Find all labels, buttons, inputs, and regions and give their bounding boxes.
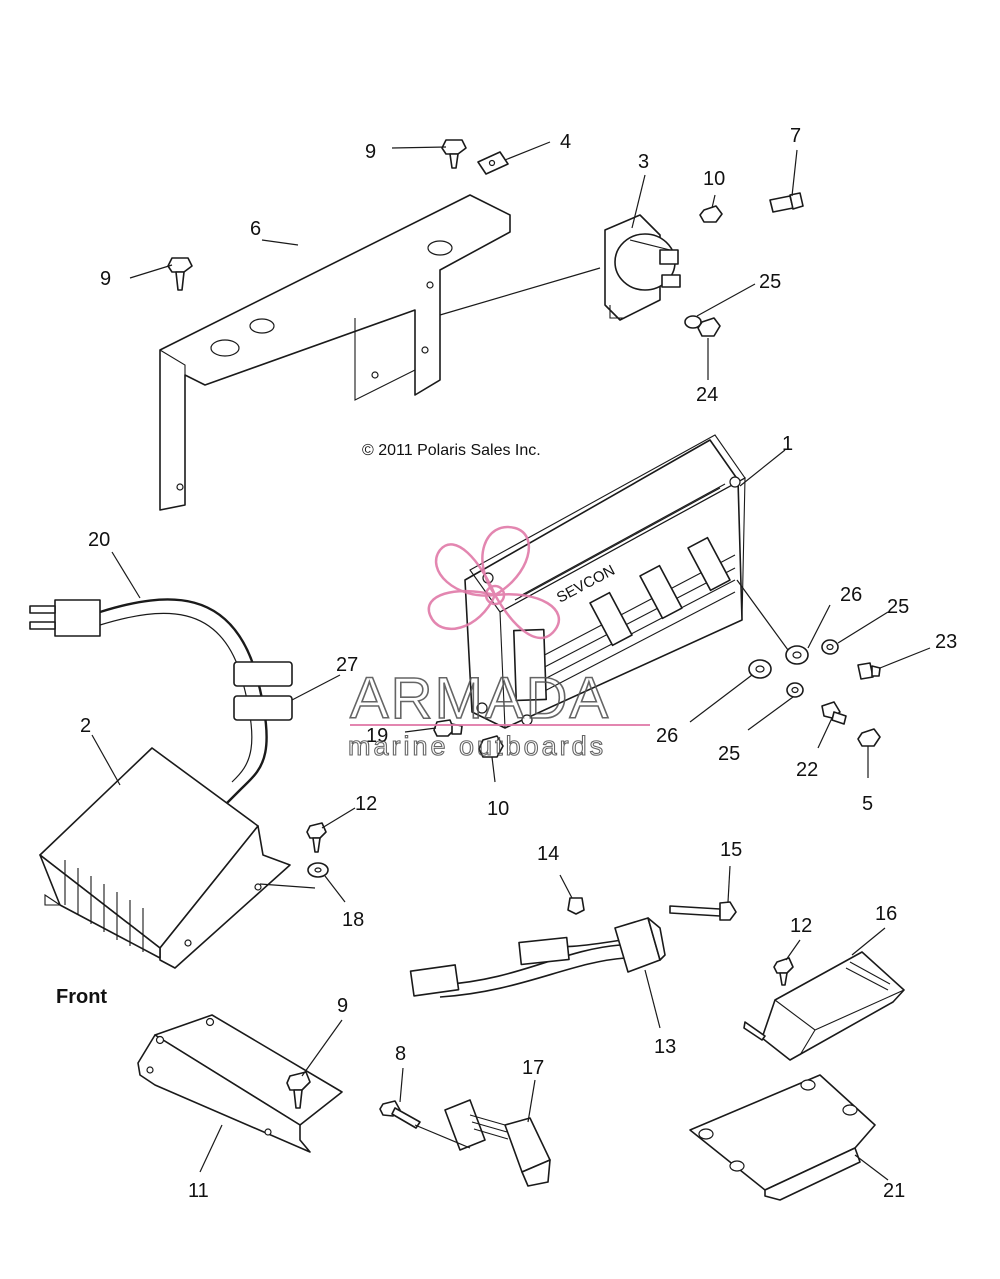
callout-9-top: 9: [365, 141, 376, 163]
screw-7: [769, 192, 804, 213]
callout-25-top: 25: [759, 271, 781, 293]
callout-18: 18: [342, 909, 364, 931]
screw-9-bottom: [286, 1071, 311, 1109]
clip-nut-4: [477, 151, 509, 175]
callout-13: 13: [654, 1036, 676, 1058]
callout-4: 4: [560, 131, 571, 153]
callout-1: 1: [782, 433, 793, 455]
callout-14: 14: [537, 843, 559, 865]
callout-17: 17: [522, 1057, 544, 1079]
callout-6: 6: [250, 218, 261, 240]
callout-9-bottom: 9: [337, 995, 348, 1017]
screw-23: [857, 662, 881, 680]
washer-25-top: [684, 315, 702, 329]
propeller-logo-icon: [427, 525, 561, 640]
washer-18: [307, 862, 329, 878]
mounting-plate-21: [689, 1074, 876, 1201]
screw-9-top: [441, 139, 467, 169]
copyright-text: © 2011 Polaris Sales Inc.: [362, 442, 541, 459]
washer-25-lower: [786, 682, 804, 698]
power-cord: [29, 598, 268, 806]
callout-24: 24: [696, 384, 718, 406]
battery-charger: [39, 747, 291, 969]
callout-20: 20: [88, 529, 110, 551]
callout-25-right: 25: [887, 596, 909, 618]
module-16: [743, 951, 905, 1061]
callout-12-right: 12: [790, 915, 812, 937]
nut-10-lower: [478, 735, 504, 758]
nut-5: [857, 728, 881, 747]
clip-14: [567, 897, 585, 915]
adapter-17: [444, 1099, 551, 1187]
callout-26-lower: 26: [656, 725, 678, 747]
callout-10-top: 10: [703, 168, 725, 190]
callout-26-upper: 26: [840, 584, 862, 606]
callout-25-lower: 25: [718, 743, 740, 765]
callout-labels: 1 2 3 4 5 6 7 8 9 9 9 10 10 11 12 12 13 …: [80, 125, 957, 1202]
stud-22: [821, 701, 847, 725]
mounting-bracket: [159, 194, 511, 511]
solenoid: [604, 214, 681, 321]
callout-8: 8: [395, 1043, 406, 1065]
callout-16: 16: [875, 903, 897, 925]
watermark-brand: ARMADA: [350, 666, 610, 731]
front-label: Front: [56, 986, 107, 1008]
washer-25-right: [821, 639, 839, 655]
bolt-15: [669, 901, 737, 921]
harness-13: [409, 917, 666, 998]
callout-12-left: 12: [355, 793, 377, 815]
screw-12-left: [306, 822, 327, 853]
callout-27: 27: [336, 654, 358, 676]
callout-23: 23: [935, 631, 957, 653]
screw-9-left: [167, 257, 193, 291]
callout-15: 15: [720, 839, 742, 861]
screw-12-right: [773, 957, 794, 986]
callout-7: 7: [790, 125, 801, 147]
nut-24: [697, 317, 721, 337]
pin-8: [379, 1100, 421, 1129]
washer-26-upper: [785, 645, 809, 665]
sevcon-controller: SEVCON: [464, 434, 746, 729]
callout-21: 21: [883, 1180, 905, 1202]
callout-11: 11: [188, 1180, 209, 1202]
washer-26-lower: [748, 659, 772, 679]
strain-relief-27: [233, 661, 293, 721]
mounting-plate-11: [137, 1014, 343, 1153]
armada-watermark: ARMADA marine outboards: [347, 525, 650, 762]
callout-10-bottom: 10: [487, 798, 509, 820]
nut-10-top: [699, 205, 723, 223]
leader-lines: [91, 141, 931, 1181]
callout-3: 3: [638, 151, 649, 173]
watermark-tagline: marine outboards: [348, 731, 606, 761]
callout-9-left: 9: [100, 268, 111, 290]
callout-5: 5: [862, 793, 873, 815]
callout-19: 19: [366, 725, 388, 747]
callout-2: 2: [80, 715, 91, 737]
callout-22: 22: [796, 759, 818, 781]
